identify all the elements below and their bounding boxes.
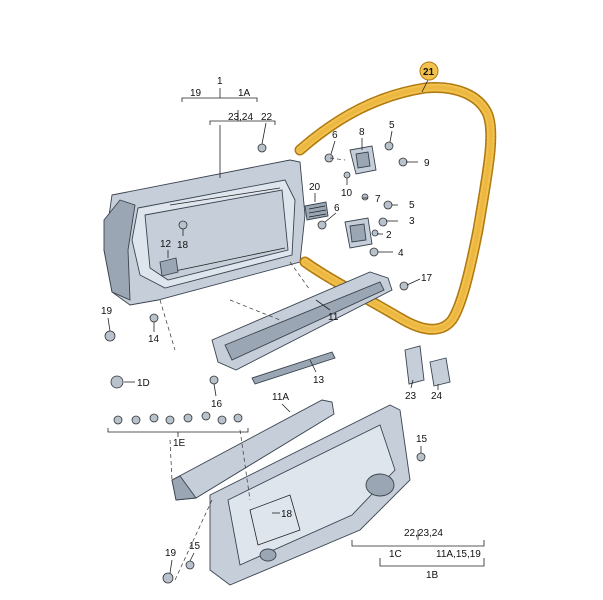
callout-labels: 1 19 1A 23,24 22 21 6 8 5 9 20 10 7 6 5 … xyxy=(101,61,481,581)
label-4: 4 xyxy=(398,248,404,259)
label-20: 20 xyxy=(309,182,321,193)
label-22: 22 xyxy=(261,112,273,123)
label-15-right: 15 xyxy=(416,434,428,445)
label-17: 17 xyxy=(421,273,433,284)
label-10: 10 xyxy=(341,188,353,199)
label-23: 23 xyxy=(405,391,417,402)
fastener-set-part xyxy=(113,411,243,425)
label-24: 24 xyxy=(431,391,443,402)
label-1C: 1C xyxy=(389,549,402,560)
label-1D: 1D xyxy=(137,378,150,389)
inner-trim-part xyxy=(211,271,393,371)
clip-part xyxy=(159,257,179,277)
label-16: 16 xyxy=(211,399,223,410)
label-6-mid: 6 xyxy=(334,203,340,214)
label-14: 14 xyxy=(148,334,160,345)
label-19-top: 19 xyxy=(190,88,202,99)
rubber-stop-part xyxy=(304,201,329,221)
label-11: 11 xyxy=(328,312,339,323)
label-5-top: 5 xyxy=(389,120,395,131)
label-21-badge xyxy=(419,61,439,81)
label-1: 1 xyxy=(217,76,223,87)
label-21: 21 xyxy=(423,67,435,78)
grouping-brackets xyxy=(107,88,485,567)
assembly-lines xyxy=(159,157,346,581)
door-seal-part xyxy=(294,81,497,335)
label-23-24: 23,24 xyxy=(228,112,253,123)
label-19-bottom: 19 xyxy=(165,548,177,559)
label-8: 8 xyxy=(359,127,365,138)
label-18-top: 18 xyxy=(177,240,189,251)
label-15-bottom: 15 xyxy=(189,541,201,552)
label-19-left: 19 xyxy=(101,306,113,317)
label-1A: 1A xyxy=(238,88,251,99)
label-2: 2 xyxy=(386,230,392,241)
label-1E: 1E xyxy=(173,438,186,449)
lower-hinge-part xyxy=(344,217,373,249)
leader-lines xyxy=(107,79,439,574)
label-12: 12 xyxy=(160,239,172,250)
label-18-bottom: 18 xyxy=(281,509,293,520)
label-13: 13 xyxy=(313,375,325,386)
trim-strip-part xyxy=(251,351,336,385)
label-1B: 1B xyxy=(426,570,439,581)
door-inner-panel-part xyxy=(209,404,411,586)
label-11A-15-19: 11A,15,19 xyxy=(436,549,481,560)
upper-hinge-part xyxy=(349,145,377,175)
label-7: 7 xyxy=(375,194,381,205)
label-3: 3 xyxy=(409,216,415,227)
door-frame-part xyxy=(103,159,306,306)
label-11A: 11A xyxy=(272,392,289,403)
striker-part xyxy=(404,345,425,385)
latch-part xyxy=(429,357,451,387)
label-22-23-24: 22,23,24 xyxy=(404,528,443,539)
label-9: 9 xyxy=(424,158,430,169)
label-6-top: 6 xyxy=(332,130,338,141)
label-5-mid: 5 xyxy=(409,200,415,211)
door-sill-trim-part xyxy=(171,399,335,501)
